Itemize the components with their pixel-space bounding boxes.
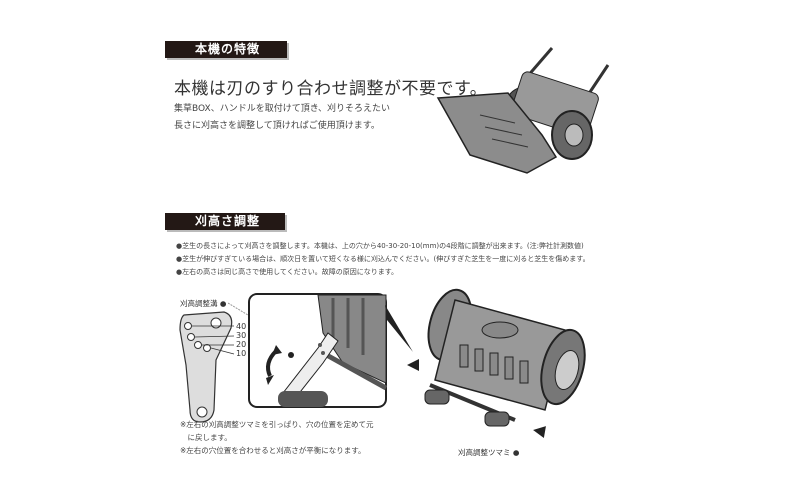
section-title-cut-height: 刈高さ調整 [165,213,285,230]
instruction-bullet: 芝生の長さによって刈高さを調整します。本機は、上の穴から40-30-20-10(… [176,240,590,253]
features-headline: 本機は刃のすり合わせ調整が不要です。 [174,79,488,99]
pointer-wedge [385,305,413,352]
knob-label-text: 刈高調整ツマミ [458,448,511,457]
section-title-features: 本機の特徴 [165,41,287,58]
height-tick-20: 20 [236,340,247,349]
knob-label: 刈高調整ツマミ ● [458,448,520,457]
instruction-bullet: 左右の高さは同じ高さで使用してください。故障の原因になります。 [176,266,590,279]
instruction-bullet: 芝生が伸びすぎている場合は、順次日を置いて短くなる様に刈込んでください。(伸びす… [176,253,589,266]
detail-inset-illustration [248,293,388,408]
adjustment-notes: ※左右の刈高調整ツマミを引っぱり、穴の位置を定めて元 に戻します。 ※左右の穴位… [180,418,373,457]
reel-mower-illustration [407,288,586,438]
height-tick-10: 10 [236,349,247,358]
note-line: に戻します。 [180,433,232,442]
mower-grassbox-illustration [436,47,610,174]
cut-height-instructions: 芝生の長さによって刈高さを調整します。本機は、上の穴から40-30-20-10(… [176,240,590,279]
features-body-line: 長さに刈高さを調整して頂ければご使用頂けます。 [174,121,380,131]
bracket-groove-label: 刈高調整溝 ● [180,299,227,308]
height-tick-40: 40 [236,322,247,331]
bracket-groove-text: 刈高調整溝 [180,299,218,308]
features-body-line: 集草BOX、ハンドルを取付けて頂き、刈りそろえたい [174,104,391,114]
note-line: ※左右の刈高調整ツマミを引っぱり、穴の位置を定めて元 [180,420,374,429]
height-bracket-illustration [179,311,235,423]
note-line: ※左右の穴位置を合わせると刈高さが平衡になります。 [180,446,366,455]
height-tick-30: 30 [236,331,247,340]
features-body: 集草BOX、ハンドルを取付けて頂き、刈りそろえたい 長さに刈高さを調整して頂けれ… [174,101,390,135]
height-ticks: 40 30 20 10 [236,322,246,358]
